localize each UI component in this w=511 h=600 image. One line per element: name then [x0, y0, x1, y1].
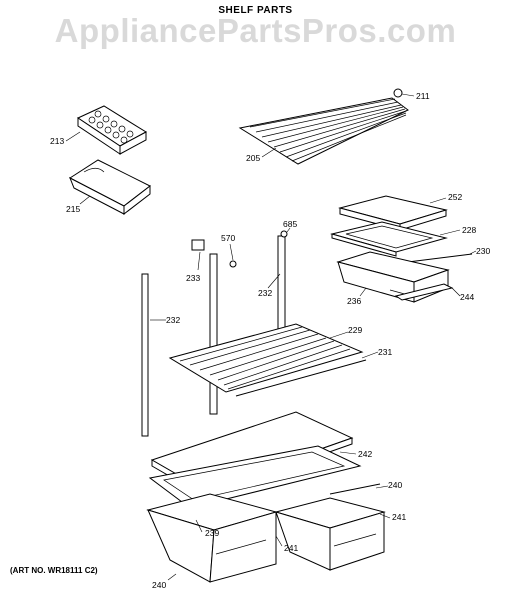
callout-229: 229: [348, 325, 362, 335]
leader-685: [286, 227, 291, 233]
part-232-bar: [141, 273, 149, 437]
part-570-screw: [229, 260, 237, 268]
leader-570: [229, 243, 234, 261]
callout-241b: 241: [284, 543, 298, 553]
part-240-rail: [329, 483, 381, 495]
leader-228: [439, 229, 461, 236]
leader-239: [195, 519, 203, 533]
leader-244: [451, 287, 461, 297]
leader-242: [339, 451, 357, 455]
callout-232a: 232: [258, 288, 272, 298]
watermark: AppliancePartsPros.com: [54, 12, 457, 49]
callout-232b: 232: [166, 315, 180, 325]
leader-252: [429, 197, 447, 204]
leader-205: [261, 147, 277, 158]
callout-211: 211: [416, 91, 430, 101]
art-number: (ART NO. WR18111 C2): [10, 566, 98, 575]
part-229-wire-shelf: [168, 323, 364, 393]
part-211-clip: [393, 88, 403, 98]
leader-236: [359, 287, 367, 297]
callout-240a: 240: [388, 480, 402, 490]
part-crisper-frame: [148, 445, 362, 509]
leader-231: [361, 351, 379, 359]
callout-236: 236: [347, 296, 361, 306]
part-228-frame: [330, 221, 448, 257]
leader-229: [329, 331, 349, 339]
callout-215: 215: [66, 204, 80, 214]
part-230-rail: [407, 253, 473, 263]
part-crisper-drawer-left: [146, 493, 278, 583]
part-crisper-drawer-right: [274, 497, 386, 571]
leader-233: [197, 251, 201, 271]
leader-241b: [275, 535, 283, 547]
leader-241a: [379, 513, 391, 519]
callout-241a: 241: [392, 512, 406, 522]
callout-685: 685: [283, 219, 297, 229]
callout-233: 233: [186, 273, 200, 283]
leader-240b: [167, 573, 177, 581]
callout-242: 242: [358, 449, 372, 459]
part-233-bracket: [191, 239, 205, 251]
part-213-egg-tray: [76, 105, 147, 155]
callout-213: 213: [50, 136, 64, 146]
leader-215: [79, 195, 91, 205]
diagram-title: SHELF PARTS: [218, 5, 293, 16]
callout-240b: 240: [152, 580, 166, 590]
leader-240a: [375, 485, 389, 489]
callout-239: 239: [205, 528, 219, 538]
leader-232a: [267, 273, 281, 289]
part-205-wire-shelf: [238, 97, 409, 165]
leader-213: [65, 131, 81, 142]
part-215-bin: [69, 159, 151, 216]
part-232-ladder-left: [209, 253, 218, 415]
part-685-screw: [280, 230, 288, 238]
callout-244: 244: [460, 292, 474, 302]
leader-211: [401, 93, 415, 97]
callout-252: 252: [448, 192, 462, 202]
callout-230: 230: [476, 246, 490, 256]
leader-230: [469, 250, 477, 255]
part-231-trim: [235, 359, 367, 397]
callout-205: 205: [246, 153, 260, 163]
callout-570: 570: [221, 233, 235, 243]
callout-231: 231: [378, 347, 392, 357]
callout-228: 228: [462, 225, 476, 235]
